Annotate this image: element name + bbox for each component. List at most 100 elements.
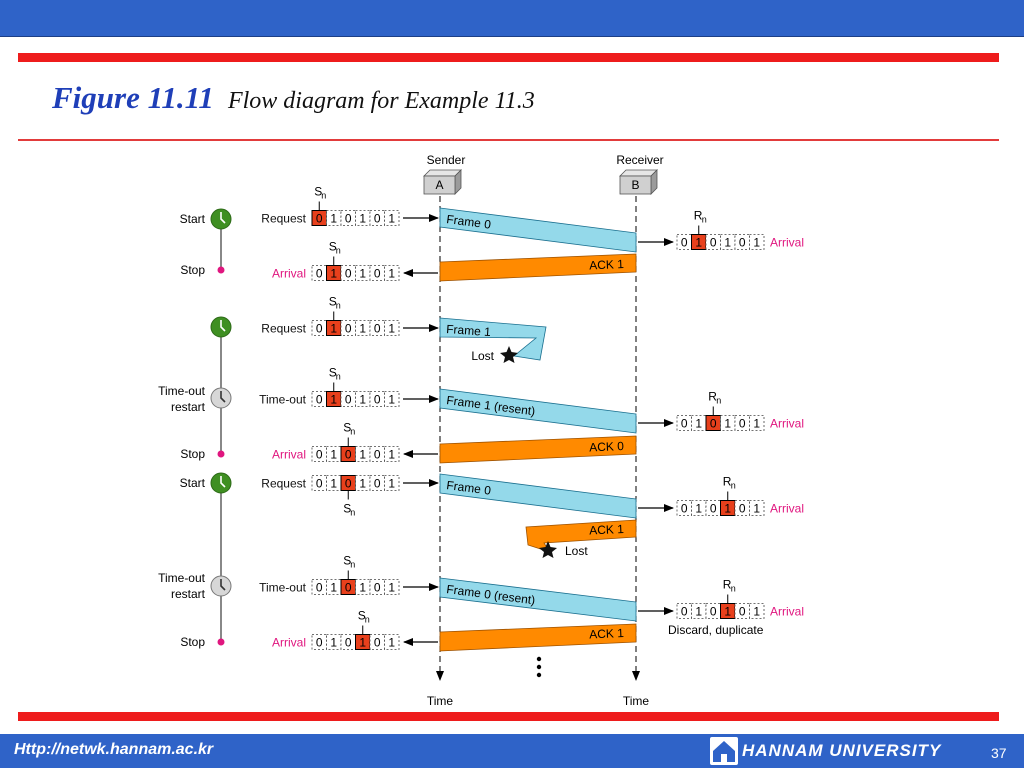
sender-bit-value: 1 bbox=[330, 636, 337, 650]
svg-text:Stop: Stop bbox=[180, 635, 205, 649]
sn-subscript: n bbox=[350, 508, 355, 518]
sn-marker: S bbox=[314, 185, 322, 199]
continuation-dots bbox=[536, 656, 542, 678]
sn-marker: S bbox=[329, 366, 337, 380]
receiver-bit-value: 0 bbox=[710, 236, 717, 250]
sender-bit-cell bbox=[384, 446, 400, 462]
sender-bit-value: 0 bbox=[345, 636, 352, 650]
sn-marker: S bbox=[329, 240, 337, 254]
discard-duplicate-note: Discard, duplicate bbox=[668, 623, 764, 637]
receiver-bit-value: 1 bbox=[695, 502, 702, 516]
sender-box: A bbox=[423, 169, 462, 195]
receiver-window-label: Arrival bbox=[770, 417, 804, 431]
sn-subscript: n bbox=[336, 301, 341, 311]
receiver-bit-value: 0 bbox=[681, 605, 688, 619]
bottom-red-rule bbox=[18, 712, 999, 721]
ack-band-3-lost: ACK 1 bbox=[525, 519, 637, 553]
footer-url[interactable]: Http://netwk.hannam.ac.kr bbox=[14, 741, 214, 758]
sn-marker: S bbox=[343, 421, 351, 435]
sender-bit-value: 1 bbox=[388, 581, 395, 595]
page-number: 37 bbox=[991, 745, 1007, 761]
rn-marker: R bbox=[723, 578, 732, 592]
sender-window-label: Request bbox=[261, 477, 306, 491]
title-underline bbox=[18, 139, 999, 141]
svg-text:Frame 0: Frame 0 bbox=[446, 212, 492, 232]
sender-bit-value: 1 bbox=[388, 322, 395, 336]
receiver-time-label: Time bbox=[623, 694, 650, 708]
receiver-box-label: B bbox=[631, 178, 639, 192]
receiver-bit-value: 0 bbox=[739, 605, 746, 619]
sender-bit-value: 0 bbox=[345, 477, 352, 491]
sender-bit-value: 0 bbox=[316, 636, 323, 650]
svg-text:Stop: Stop bbox=[180, 263, 205, 277]
request-arrows bbox=[403, 214, 439, 591]
receiver-arrows bbox=[638, 238, 674, 615]
receiver-window-label: Arrival bbox=[770, 236, 804, 250]
sender-bit-value: 0 bbox=[316, 393, 323, 407]
sender-label: Sender bbox=[427, 153, 466, 167]
figure-number: Figure 11.11 bbox=[52, 80, 214, 115]
receiver-bit-value: 0 bbox=[681, 236, 688, 250]
sender-bit-value: 0 bbox=[374, 477, 381, 491]
sender-bit-value: 0 bbox=[374, 636, 381, 650]
sn-marker: S bbox=[329, 295, 337, 309]
sender-bit-cell bbox=[384, 475, 400, 491]
sender-bit-value: 1 bbox=[388, 636, 395, 650]
sender-bit-value: 0 bbox=[374, 212, 381, 226]
stop-dot-icon bbox=[217, 638, 225, 646]
rn-subscript: n bbox=[702, 215, 707, 225]
svg-text:Time-out: Time-out bbox=[158, 384, 206, 398]
sender-bit-value: 0 bbox=[374, 581, 381, 595]
top-banner bbox=[0, 0, 1024, 37]
receiver-bit-cell bbox=[749, 234, 765, 250]
event-start-2 bbox=[210, 316, 232, 338]
sender-bit-value: 0 bbox=[316, 212, 323, 226]
sender-bit-value: 1 bbox=[388, 477, 395, 491]
event-stop-2: Stop bbox=[180, 447, 225, 461]
sender-bit-value: 1 bbox=[330, 267, 337, 281]
university-name: HANNAM UNIVERSITY bbox=[742, 741, 942, 760]
sn-subscript: n bbox=[365, 615, 370, 625]
svg-text:Start: Start bbox=[180, 476, 206, 490]
sender-bit-value: 1 bbox=[359, 581, 366, 595]
sender-bit-value: 1 bbox=[330, 393, 337, 407]
footer-bar bbox=[0, 734, 1024, 768]
sender-bit-cell bbox=[384, 320, 400, 336]
svg-text:Lost: Lost bbox=[565, 544, 588, 558]
sn-marker: S bbox=[343, 502, 351, 516]
receiver-bit-value: 1 bbox=[695, 605, 702, 619]
receiver-bit-value: 1 bbox=[724, 502, 731, 516]
sender-bit-value: 0 bbox=[316, 267, 323, 281]
sn-marker: S bbox=[358, 609, 366, 623]
sn-subscript: n bbox=[350, 560, 355, 570]
receiver-bit-value: 1 bbox=[753, 236, 760, 250]
sender-bit-value: 1 bbox=[359, 267, 366, 281]
frame-band-5: Frame 0 (resent) bbox=[439, 577, 637, 622]
sender-time-label: Time bbox=[427, 694, 454, 708]
event-stop-3: Stop bbox=[180, 635, 225, 649]
svg-text:Start: Start bbox=[180, 212, 206, 226]
sn-subscript: n bbox=[350, 427, 355, 437]
sender-window-label: Arrival bbox=[272, 267, 306, 281]
rn-marker: R bbox=[708, 390, 717, 404]
svg-text:restart: restart bbox=[171, 587, 206, 601]
sender-bit-value: 1 bbox=[359, 322, 366, 336]
receiver-window-label: Arrival bbox=[770, 502, 804, 516]
rn-marker: R bbox=[723, 475, 732, 489]
sender-window-label: Time-out bbox=[259, 393, 307, 407]
svg-text:Lost: Lost bbox=[471, 349, 494, 363]
sn-marker: S bbox=[343, 554, 351, 568]
event-start-3: Start bbox=[180, 472, 232, 494]
frame-band-4: Frame 0 bbox=[439, 473, 637, 519]
receiver-box: B bbox=[619, 169, 658, 195]
figure-caption: Flow diagram for Example 11.3 bbox=[227, 88, 535, 114]
sender-bit-value: 0 bbox=[345, 393, 352, 407]
receiver-bit-value: 0 bbox=[710, 417, 717, 431]
sender-bit-value: 0 bbox=[374, 322, 381, 336]
svg-text:Frame 1: Frame 1 bbox=[446, 322, 492, 339]
